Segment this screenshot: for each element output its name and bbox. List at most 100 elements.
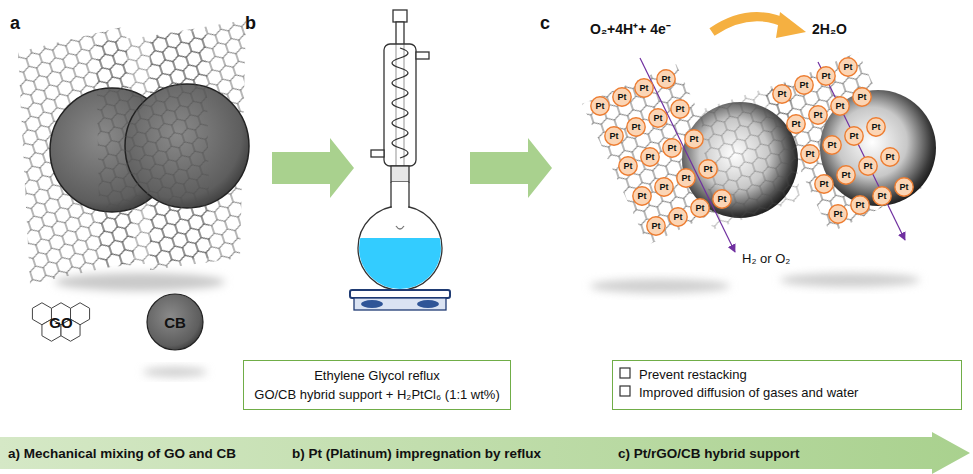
pt-symbol: Pt xyxy=(836,102,845,111)
water-inlet xyxy=(371,150,384,157)
node-text: c) Pt/rGO/CB hybrid support xyxy=(618,444,800,463)
pt-circle xyxy=(713,190,731,208)
pt-circle xyxy=(613,88,631,106)
pt-particle: Pt xyxy=(822,135,842,155)
condenser-coil xyxy=(392,48,408,158)
stopper xyxy=(393,10,407,22)
node-text: Improved diffusion of gases and water xyxy=(639,384,961,402)
pt-circle xyxy=(647,217,665,235)
gas-flow-arrow xyxy=(818,62,905,240)
pt-circle xyxy=(677,169,695,187)
node-text: CB xyxy=(164,313,186,332)
pt-particle: Pt xyxy=(858,156,878,176)
pt-symbol: Pt xyxy=(660,183,669,192)
pt-symbol: Pt xyxy=(828,141,837,150)
carbon-black-circle xyxy=(147,294,203,350)
pt-particle: Pt xyxy=(814,174,834,194)
pt-symbol: Pt xyxy=(682,174,691,183)
pt-circle xyxy=(823,136,841,154)
pt-particle: Pt xyxy=(670,99,690,119)
pt-circle xyxy=(669,208,687,226)
pt-circle xyxy=(649,109,667,127)
pt-particle: Pt xyxy=(828,204,848,224)
pt-circle xyxy=(657,70,675,88)
ground-joint xyxy=(391,166,409,182)
reaction-arrowhead xyxy=(776,12,806,38)
pt-particle: Pt xyxy=(794,75,814,95)
node-text: GO/CB hybrid support + H₂PtCl₆ (1:1 wt%) xyxy=(254,385,499,404)
pt-circle xyxy=(859,157,877,175)
pt-circle xyxy=(663,139,681,157)
pt-circle xyxy=(671,100,689,118)
shadow xyxy=(55,273,225,291)
pt-circle xyxy=(699,160,717,178)
pt-symbol: Pt xyxy=(842,171,851,180)
pt-particle: Pt xyxy=(684,129,704,149)
reaction-label: O₂+4H⁺+ 4e⁻ xyxy=(590,22,671,37)
pt-symbol: Pt xyxy=(624,162,633,171)
band-arrow xyxy=(0,432,970,474)
pt-circle xyxy=(831,97,849,115)
reaction-label: 2H₂O xyxy=(812,22,847,37)
shadow xyxy=(143,367,207,377)
pt-symbol: Pt xyxy=(844,63,853,72)
pt-symbol: Pt xyxy=(652,222,661,231)
pt-symbol: Pt xyxy=(834,210,843,219)
reflux-apparatus xyxy=(350,10,450,310)
pt-symbol: Pt xyxy=(646,153,655,162)
flask-neck-wall xyxy=(390,182,391,208)
pt-particle: Pt xyxy=(894,177,914,197)
pt-symbol: Pt xyxy=(822,72,831,81)
checkbox xyxy=(620,368,630,378)
pt-symbol: Pt xyxy=(800,81,809,90)
pt-particle: Pt xyxy=(590,96,610,116)
node-text: Prevent restacking xyxy=(639,366,961,384)
pt-symbol: Pt xyxy=(778,90,787,99)
pt-particle: Pt xyxy=(830,96,850,116)
pt-symbol: Pt xyxy=(792,120,801,129)
pt-particle: Pt xyxy=(772,84,792,104)
pt-symbol: Pt xyxy=(674,213,683,222)
pt-symbol: Pt xyxy=(856,201,865,210)
pt-circle xyxy=(817,67,835,85)
process-box: Ethylene Glycol refluxGO/CB hybrid suppo… xyxy=(243,360,511,410)
pt-particle: Pt xyxy=(632,186,652,206)
node-text: GO xyxy=(49,313,72,332)
pt-symbol: Pt xyxy=(640,84,649,93)
knob xyxy=(417,300,439,308)
pt-particle: Pt xyxy=(852,87,872,107)
pt-symbol: Pt xyxy=(806,150,815,159)
pt-particle: Pt xyxy=(880,147,900,167)
pt-circle xyxy=(641,148,659,166)
pt-circle xyxy=(627,118,645,136)
pt-circle xyxy=(801,145,819,163)
pt-circle xyxy=(691,199,709,217)
panel-a-art xyxy=(18,20,249,377)
pt-particle: Pt xyxy=(646,216,666,236)
pt-particle: Pt xyxy=(698,159,718,179)
pt-circle xyxy=(881,148,899,166)
checkbox xyxy=(620,386,630,396)
pt-symbol: Pt xyxy=(632,123,641,132)
gas-label: H₂ or O₂ xyxy=(742,252,790,266)
pt-particle: Pt xyxy=(676,168,696,188)
pt-circle xyxy=(795,76,813,94)
reaction-arrow xyxy=(712,17,788,32)
pt-particle: Pt xyxy=(808,105,828,125)
benefit-box: Prevent restackingImproved diffusion of … xyxy=(612,360,962,410)
pt-particle: Pt xyxy=(844,126,864,146)
pt-particle: Pt xyxy=(872,186,892,206)
panel-letter: a xyxy=(10,14,20,34)
pt-symbol: Pt xyxy=(662,75,671,84)
pt-circle xyxy=(633,187,651,205)
pt-circle xyxy=(809,106,827,124)
cb-icon: CB xyxy=(146,293,204,351)
pt-particle: Pt xyxy=(850,195,870,215)
go-icon: GO xyxy=(24,290,98,354)
pt-symbol: Pt xyxy=(872,123,881,132)
pt-circle xyxy=(591,97,609,115)
pt-circle xyxy=(619,157,637,175)
pt-symbol: Pt xyxy=(850,132,859,141)
pt-symbol: Pt xyxy=(638,192,647,201)
pt-particle: Pt xyxy=(662,138,682,158)
